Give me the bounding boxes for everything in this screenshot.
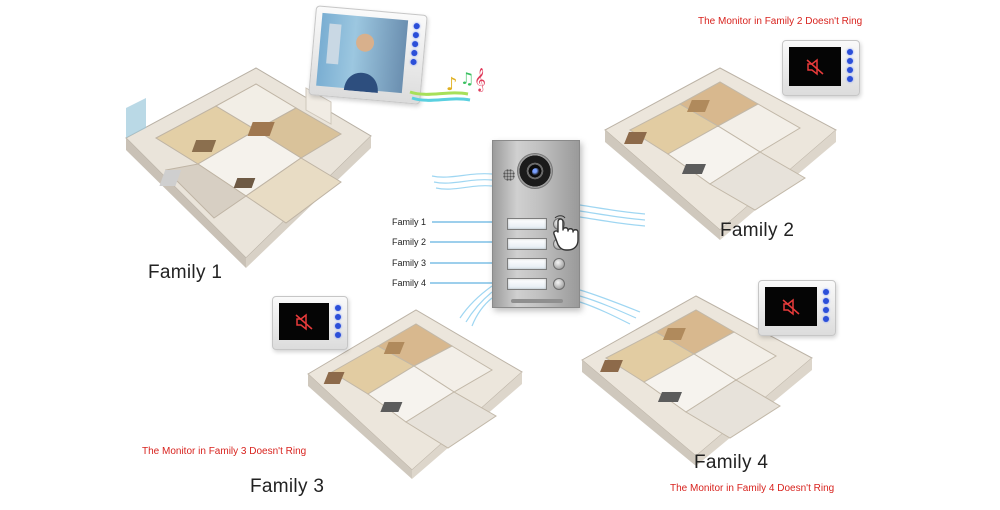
button-label-family-1: Family 1: [392, 217, 427, 227]
monitor-family-2: [782, 40, 860, 96]
door-station-row-4: [507, 277, 571, 291]
family-label-3: Family 3: [250, 476, 325, 497]
status-note-family-4: The Monitor in Family 4 Doesn't Ring: [670, 483, 835, 494]
monitor-screen: [279, 303, 329, 340]
button-label-family-4: Family 4: [392, 278, 427, 288]
monitor-family-4: [758, 280, 836, 336]
panel-bottom-bar: [511, 299, 563, 303]
call-button-family-4[interactable]: [553, 278, 565, 290]
visitor-video-icon: [326, 23, 378, 93]
nameplate-4: [507, 278, 547, 290]
status-note-family-2: The Monitor in Family 2 Doesn't Ring: [698, 16, 863, 27]
family-label-1: Family 1: [148, 262, 223, 283]
camera-lens: [532, 168, 540, 176]
button-label-family-2: Family 2: [392, 237, 427, 247]
status-note-family-3: The Monitor in Family 3 Doesn't Ring: [142, 446, 307, 457]
door-station-row-3: [507, 257, 571, 271]
svg-text:♪: ♪: [446, 74, 458, 95]
monitor-family-1: [308, 5, 428, 105]
monitor-keys: [846, 49, 854, 82]
microphone-grille-icon: [503, 169, 515, 181]
call-button-family-3[interactable]: [553, 258, 565, 270]
svg-text:♫: ♫: [460, 69, 474, 88]
nameplate-3: [507, 258, 547, 270]
monitor-screen: [789, 47, 841, 86]
button-label-family-3: Family 3: [392, 258, 427, 268]
svg-text:𝄞: 𝄞: [474, 67, 486, 92]
video-screen: [316, 12, 409, 94]
monitor-family-3: [272, 296, 348, 350]
apartment-family-3: [306, 304, 526, 479]
speaker-muted-icon: [806, 57, 824, 76]
door-station-panel: [492, 140, 580, 308]
signal-waves-family-1: [431, 173, 493, 190]
signal-waves-family-2: [579, 204, 646, 227]
speaker-muted-icon: [295, 312, 313, 331]
apartment-family-4: [578, 288, 818, 468]
signal-waves-family-3: [459, 285, 493, 327]
camera-icon: [517, 153, 553, 189]
apartment-family-2: [600, 60, 840, 240]
monitor-keys: [822, 289, 830, 322]
signal-waves-family-4: [579, 289, 641, 325]
music-notes-icon: ♪ ♫ 𝄞: [409, 67, 486, 102]
monitor-keys: [334, 305, 342, 338]
pointing-hand-icon: [553, 215, 579, 251]
speaker-muted-icon: [782, 297, 800, 316]
family-label-4: Family 4: [694, 452, 769, 473]
monitor-screen: [765, 287, 817, 326]
nameplate-2: [507, 238, 547, 250]
apartment-family-1: [106, 58, 376, 268]
nameplate-1: [507, 218, 547, 230]
family-label-2: Family 2: [720, 220, 795, 241]
